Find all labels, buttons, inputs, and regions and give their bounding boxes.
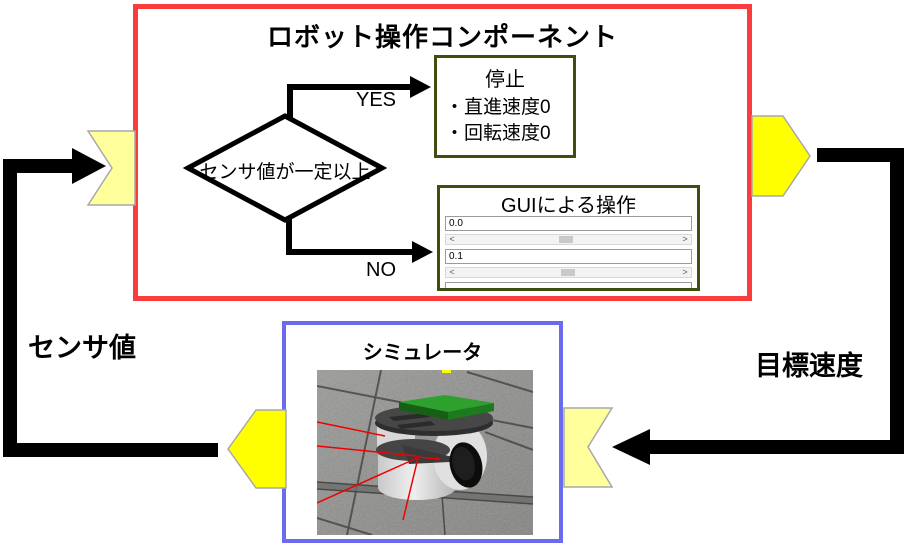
decision-label: センサ値が一定以上 [199, 162, 371, 183]
robot-wheel [449, 442, 483, 488]
sim-yellow-marker [442, 370, 451, 373]
target-velocity-label: 目標速度 [755, 351, 863, 381]
green-box-left-face [399, 402, 448, 420]
arrowhead-right-icon [72, 148, 106, 184]
speed-scrollbar-1[interactable]: < > [445, 234, 692, 245]
stop-item-rotation-speed: ・回転速度0 [445, 123, 551, 144]
speed-value-input-1[interactable] [445, 216, 692, 231]
scroll-left-icon[interactable]: < [449, 234, 455, 244]
stop-box: 停止 ・直進速度0 ・回転速度0 [434, 55, 576, 158]
scrollbar-thumb-1[interactable] [559, 236, 573, 243]
speed-value-input-3-partial[interactable] [445, 282, 692, 288]
stop-box-title: 停止 [485, 69, 525, 91]
laser-endpoint-dot [436, 457, 440, 461]
laser-scan-lines [317, 421, 439, 521]
robot-render-image [317, 370, 533, 535]
arrowhead-left-icon [612, 429, 650, 465]
yes-label: YES [356, 89, 397, 111]
speed-value-input-2[interactable] [445, 249, 692, 264]
robot-model [375, 395, 494, 535]
stop-box-items: ・直進速度0 ・回転速度0 [445, 95, 551, 147]
no-label: NO [366, 259, 396, 281]
scroll-right-icon[interactable]: > [682, 234, 688, 244]
simulator-box: シミュレータ [282, 321, 563, 543]
gui-operation-box: GUIによる操作 < > < > [437, 185, 700, 291]
scrollbar-thumb-2[interactable] [561, 269, 575, 276]
stop-item-forward-speed: ・直進速度0 [445, 97, 551, 118]
simulator-title: シミュレータ [362, 342, 483, 364]
simulator-outport-icon [227, 409, 287, 489]
robot-component-box: ロボット操作コンポーネント 停止 ・直進速度0 ・回転速度0 GUIによる操作 … [133, 4, 752, 301]
simulator-inport-icon [563, 407, 614, 488]
component-title: ロボット操作コンポーネント [266, 22, 618, 52]
green-box-right-face [448, 403, 494, 420]
top-disc-slot-1 [389, 413, 430, 421]
sensor-value-label: センサ値 [28, 333, 136, 363]
top-disc-slot-2 [397, 421, 435, 429]
scroll-left-icon[interactable]: < [449, 267, 455, 277]
gui-box-title: GUIによる操作 [501, 195, 636, 217]
component-inport-icon [86, 130, 136, 206]
scroll-right-icon[interactable]: > [682, 267, 688, 277]
green-box-top-face [399, 395, 494, 412]
speed-scrollbar-2[interactable]: < > [445, 267, 692, 278]
component-outport-icon [751, 115, 811, 197]
